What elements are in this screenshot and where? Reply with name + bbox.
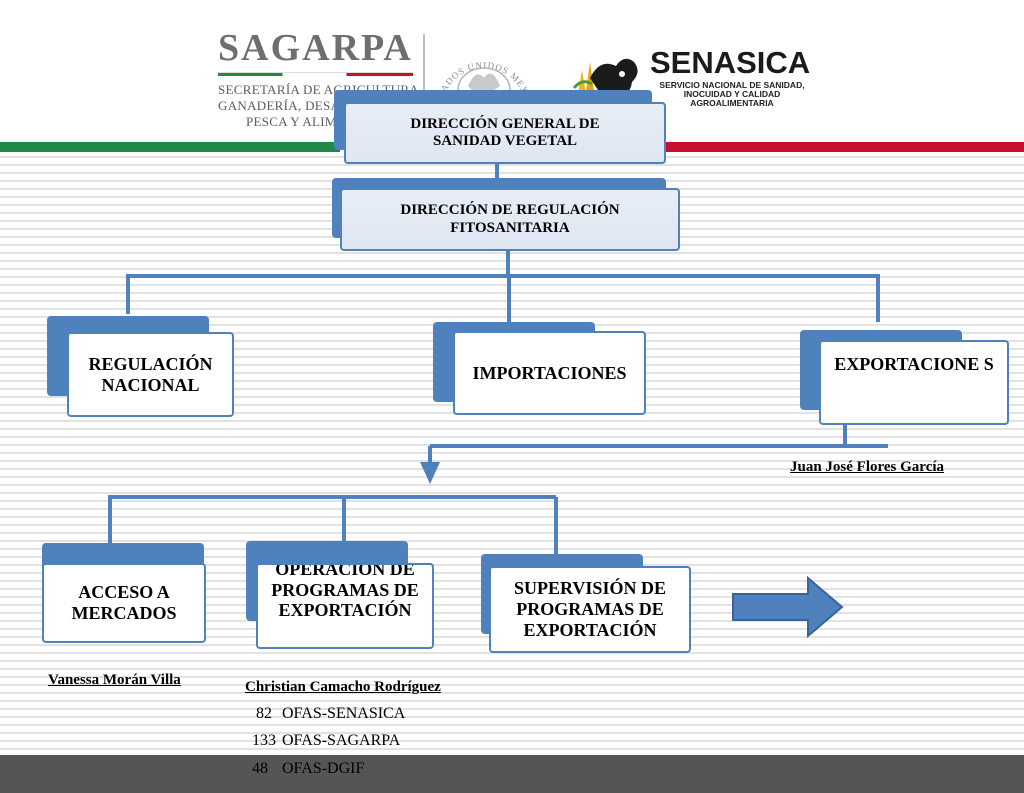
node-acceso-mercados: ACCESO A MERCADOS [42, 543, 206, 643]
node-exportaciones: EXPORTACIONE S [800, 330, 1009, 425]
count-row-senasica: 82 OFAS-SENASICA [252, 705, 405, 723]
count-label: OFAS-SENASICA [282, 705, 406, 722]
count-number: 82 [256, 705, 272, 722]
senasica-name: SENASICA [650, 45, 811, 80]
node-regulacion-nacional: REGULACIÓN NACIONAL [47, 316, 234, 417]
count-row-sagarpa: 133 OFAS-SAGARPA [252, 732, 400, 750]
sagarpa-name: SAGARPA [218, 27, 413, 69]
node-importaciones-box: IMPORTACIONES [453, 331, 646, 415]
down-arrow-icon [420, 462, 440, 484]
node-importaciones-label: IMPORTACIONES [472, 362, 627, 383]
node-direccion-general-box: DIRECCIÓN GENERAL DE SANIDAD VEGETAL [344, 102, 666, 164]
node-regulacion-nacional-label: REGULACIÓN NACIONAL [88, 353, 213, 395]
flag-bar-green [0, 142, 340, 152]
node-exportaciones-box: EXPORTACIONE S [819, 340, 1009, 425]
node-direccion-general: DIRECCIÓN GENERAL DE SANIDAD VEGETAL [334, 90, 666, 166]
count-number: 48 [252, 760, 268, 777]
person-acceso: Vanessa Morán Villa [48, 672, 181, 688]
node-supervision-programas: SUPERVISIÓN DE PROGRAMAS DE EXPORTACIÓN [481, 554, 691, 653]
node-exportaciones-label: EXPORTACIONE S [834, 354, 994, 374]
right-arrow-icon [732, 575, 844, 639]
node-direccion-regulacion-label: DIRECCIÓN DE REGULACIÓN FITOSANITARIA [400, 202, 620, 236]
node-operacion-programas: OPERACIÓN DE PROGRAMAS DE EXPORTACIÓN [246, 541, 436, 649]
person-operacion: Christian Camacho Rodríguez [245, 679, 441, 695]
node-acceso-mercados-label: ACCESO A MERCADOS [71, 582, 177, 623]
node-supervision-programas-box: SUPERVISIÓN DE PROGRAMAS DE EXPORTACIÓN [489, 566, 691, 653]
node-supervision-programas-label: SUPERVISIÓN DE PROGRAMAS DE EXPORTACIÓN [514, 578, 666, 640]
senasica-subtitle: SERVICIO NACIONAL DE SANIDAD, INOCUIDAD … [659, 80, 805, 108]
node-regulacion-nacional-box: REGULACIÓN NACIONAL [67, 332, 234, 417]
node-operacion-programas-box: OPERACIÓN DE PROGRAMAS DE EXPORTACIÓN [256, 563, 434, 649]
count-label: OFAS-SAGARPA [282, 732, 401, 749]
node-operacion-programas-label: OPERACIÓN DE PROGRAMAS DE EXPORTACIÓN [271, 563, 419, 621]
senasica-logo: SENASICA SERVICIO NACIONAL DE SANIDAD, I… [572, 44, 812, 114]
count-number: 133 [252, 732, 276, 749]
node-acceso-mercados-box: ACCESO A MERCADOS [42, 563, 206, 643]
count-label: OFAS-DGIF [282, 760, 365, 777]
count-row-dgif: 48 OFAS-DGIF [252, 760, 364, 778]
node-direccion-general-label: DIRECCIÓN GENERAL DE SANIDAD VEGETAL [410, 115, 600, 149]
node-direccion-regulacion-box: DIRECCIÓN DE REGULACIÓN FITOSANITARIA [340, 188, 680, 251]
flag-bar-red [660, 142, 1024, 152]
node-direccion-regulacion: DIRECCIÓN DE REGULACIÓN FITOSANITARIA [332, 178, 680, 252]
sagarpa-rule [218, 72, 413, 76]
node-importaciones: IMPORTACIONES [433, 322, 646, 415]
sagarpa-logo: SAGARPA SECRETARÍA DE AGRICULTURA, GANAD… [218, 27, 446, 130]
footer-band [0, 755, 1024, 793]
person-exportaciones: Juan José Flores García [790, 459, 945, 475]
